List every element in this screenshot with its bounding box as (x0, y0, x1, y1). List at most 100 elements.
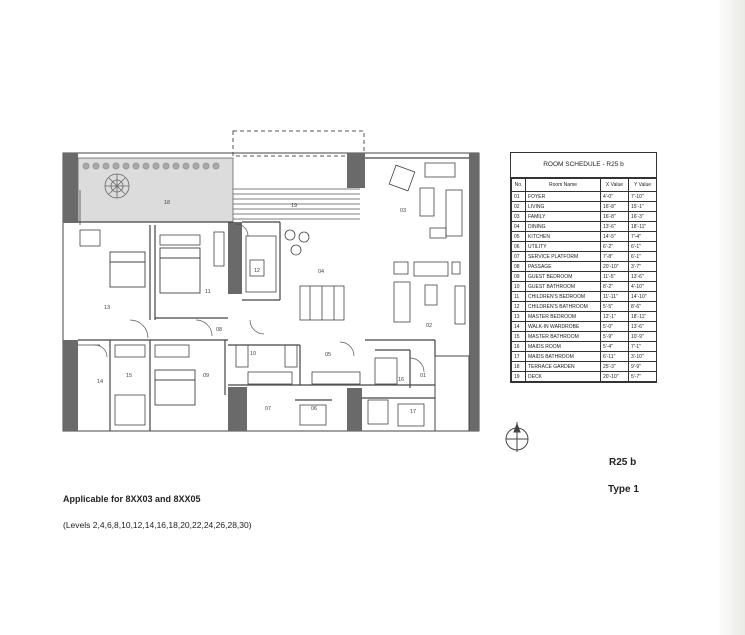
y-value-cell: 14'-10" (628, 291, 657, 302)
room-number-cell: 03 (511, 211, 526, 222)
y-value-cell: 4'-10" (628, 281, 657, 292)
applicable-units: Applicable for 8XX03 and 8XX05 (63, 494, 201, 504)
room-name-cell: GUEST BEDROOM (525, 271, 601, 282)
room-number-cell: 06 (511, 241, 526, 252)
y-value-cell: 18'-11" (628, 311, 657, 322)
deck-planks (233, 188, 360, 220)
y-value-cell: 13'-6" (628, 321, 657, 332)
room-number-cell: 02 (511, 201, 526, 212)
header-cell: Y Value (628, 178, 657, 192)
room-number-cell: 17 (511, 351, 526, 362)
room-label-10: 10 (250, 351, 256, 357)
room-number-cell: 04 (511, 221, 526, 232)
deck-outline (232, 130, 365, 157)
x-value-cell: 11'-11" (600, 291, 629, 302)
room-number-cell: 15 (511, 331, 526, 342)
x-value-cell: 25'-3" (600, 361, 629, 372)
y-value-cell: 3'-7" (628, 261, 657, 272)
room-name-cell: FAMILY (525, 211, 601, 222)
room-number-cell: 09 (511, 271, 526, 282)
room-name-cell: CHILDREN'S BEDROOM (525, 291, 601, 302)
y-value-cell: 15'-1" (628, 201, 657, 212)
room-number-cell: 13 (511, 311, 526, 322)
applicable-levels: (Levels 2,4,6,8,10,12,14,16,18,20,22,24,… (63, 520, 252, 530)
room-name-cell: UTILITY (525, 241, 601, 252)
room-name-cell: LIVING (525, 201, 601, 212)
x-value-cell: 5'-9" (600, 331, 629, 342)
room-number-cell: 19 (511, 371, 526, 382)
x-value-cell: 13'-6" (600, 221, 629, 232)
x-value-cell: 5'-0" (600, 321, 629, 332)
room-name-cell: PASSAGE (525, 261, 601, 272)
x-value-cell: 12'-1" (600, 311, 629, 322)
header-cell: No. (511, 178, 526, 192)
room-name-cell: GUEST BATHROOM (525, 281, 601, 292)
x-value-cell: 20'-10" (600, 261, 629, 272)
header-cell: Room Name (525, 178, 601, 192)
y-value-cell: 5'-7" (628, 371, 657, 382)
room-name-cell: KITCHEN (525, 231, 601, 242)
room-label-14: 14 (97, 379, 103, 385)
y-value-cell: 10'-9" (628, 331, 657, 342)
room-label-07: 07 (265, 406, 271, 412)
y-value-cell: 7'-10" (628, 191, 657, 202)
room-label-11: 11 (205, 289, 211, 295)
room-number-cell: 16 (511, 341, 526, 352)
y-value-cell: 18'-11" (628, 221, 657, 232)
room-schedule-header-row: No. Room Name X Value Y Value (511, 178, 657, 192)
room-schedule-table: ROOM SCHEDULE - R25 b No. Room Name X Va… (510, 152, 657, 383)
y-value-cell: 7'-1" (628, 341, 657, 352)
room-number-cell: 07 (511, 251, 526, 262)
room-label-02: 02 (426, 323, 432, 329)
room-name-cell: TERRACE GARDEN (525, 361, 601, 372)
x-value-cell: 11'-5" (600, 271, 629, 282)
room-number-cell: 08 (511, 261, 526, 272)
room-name-cell: CHILDREN'S BATHROOM (525, 301, 601, 312)
header-cell: X Value (600, 178, 629, 192)
room-label-08: 08 (216, 327, 222, 333)
y-value-cell: 6'-1" (628, 251, 657, 262)
tree-symbol (104, 173, 130, 199)
x-value-cell: 16'-8" (600, 201, 629, 212)
room-name-cell: MASTER BATHROOM (525, 331, 601, 342)
room-schedule-title: ROOM SCHEDULE - R25 b (511, 153, 656, 178)
room-number-cell: 11 (511, 291, 526, 302)
y-value-cell: 8'-6" (628, 301, 657, 312)
scan-edge-shadow (717, 0, 745, 635)
y-value-cell: 6'-1" (628, 241, 657, 252)
room-number-cell: 18 (511, 361, 526, 372)
room-name-cell: MASTER BEDROOM (525, 311, 601, 322)
room-number-cell: 05 (511, 231, 526, 242)
x-value-cell: 20'-10" (600, 371, 629, 382)
room-number-cell: 01 (511, 191, 526, 202)
y-value-cell: 9'-9" (628, 361, 657, 372)
room-name-cell: MAIDS BATHROOM (525, 351, 601, 362)
furniture (78, 162, 466, 427)
room-name-cell: DINING (525, 221, 601, 232)
room-number-cell: 14 (511, 321, 526, 332)
x-value-cell: 14'-5" (600, 231, 629, 242)
x-value-cell: 16'-8" (600, 211, 629, 222)
room-label-16: 16 (398, 377, 404, 383)
x-value-cell: 6'-2" (600, 241, 629, 252)
room-label-17: 17 (410, 409, 416, 415)
room-label-03: 03 (400, 208, 406, 214)
y-value-cell: 7'-4" (628, 231, 657, 242)
room-name-cell: SERVICE PLATFORM (525, 251, 601, 262)
room-label-09: 09 (203, 373, 209, 379)
